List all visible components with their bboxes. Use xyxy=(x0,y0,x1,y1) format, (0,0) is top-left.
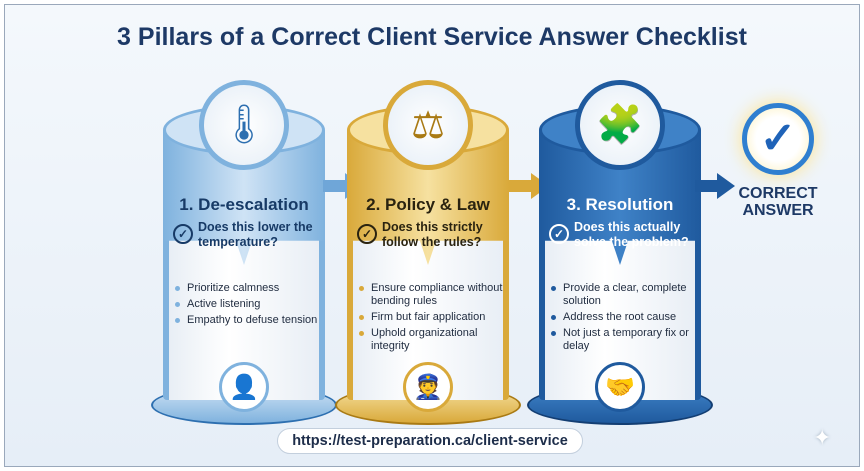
handshake-icon: 🤝 xyxy=(595,362,645,412)
pillar-title: 3. Resolution xyxy=(566,195,674,214)
arrow-right-icon xyxy=(695,173,735,199)
check-circle-icon: ✓ xyxy=(173,224,193,244)
check-circle-icon: ✓ xyxy=(357,224,377,244)
list-item: Ensure compliance without bending rules xyxy=(359,282,503,308)
list-item: Prioritize calmness xyxy=(175,282,319,295)
pillar-question: Does this actually solve the problem? xyxy=(574,220,689,249)
result-line-1: CORRECT xyxy=(738,185,818,202)
list-item: Address the root cause xyxy=(551,311,695,324)
bullet-list: Prioritize calmness Active listening Emp… xyxy=(175,282,319,330)
pillar-de-escalation: 🌡 1. De-escalation ✓Does this lower the … xyxy=(151,80,337,425)
officer-rulebook-icon: 👮 xyxy=(403,362,453,412)
list-item: Empathy to defuse tension xyxy=(175,314,319,327)
check-badge-icon: ✓ xyxy=(742,103,814,175)
list-item: Not just a temporary fix or delay xyxy=(551,327,695,353)
pillar-question: Does this strictly follow the rules? xyxy=(382,220,483,249)
check-circle-icon: ✓ xyxy=(549,224,569,244)
pillar-title: 1. De-escalation xyxy=(179,195,309,214)
result-line-2: ANSWER xyxy=(742,202,814,219)
pillar-policy-law: ⚖ 2. Policy & Law ✓Does this strictly fo… xyxy=(335,80,521,425)
pillar-resolution: 🧩 3. Resolution ✓Does this actually solv… xyxy=(527,80,713,425)
pillar-question: Does this lower the temperature? xyxy=(198,220,313,249)
hand-thermometer-icon: 🌡 xyxy=(199,80,289,170)
infographic: 3 Pillars of a Correct Client Service An… xyxy=(4,4,860,467)
list-item: Provide a clear, complete solution xyxy=(551,282,695,308)
list-item: Active listening xyxy=(175,298,319,311)
calm-person-icon: 👤 xyxy=(219,362,269,412)
list-item: Firm but fair application xyxy=(359,311,503,324)
pillar-title: 2. Policy & Law xyxy=(366,195,490,214)
list-item: Uphold organizational integrity xyxy=(359,327,503,353)
url-link[interactable]: https://test-preparation.ca/client-servi… xyxy=(277,428,583,454)
bullet-list: Ensure compliance without bending rules … xyxy=(359,282,503,356)
page-title: 3 Pillars of a Correct Client Service An… xyxy=(117,23,747,51)
bullet-list: Provide a clear, complete solution Addre… xyxy=(551,282,695,356)
gavel-shield-icon: ⚖ xyxy=(383,80,473,170)
sparkle-icon: ✦ xyxy=(813,425,832,450)
puzzle-check-icon: 🧩 xyxy=(575,80,665,170)
